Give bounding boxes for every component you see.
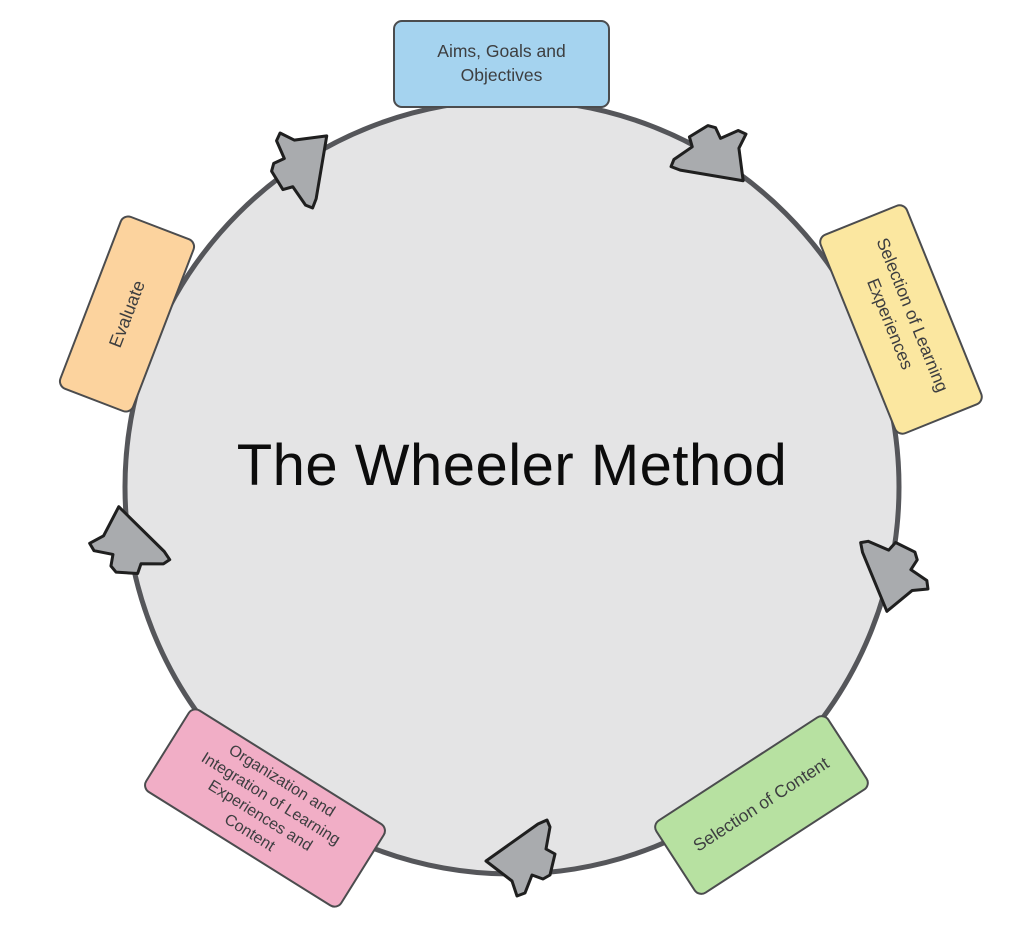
diagram-title: The Wheeler Method (236, 433, 788, 498)
node-aims-goals-objectives: Aims, Goals and Objectives (393, 20, 610, 108)
